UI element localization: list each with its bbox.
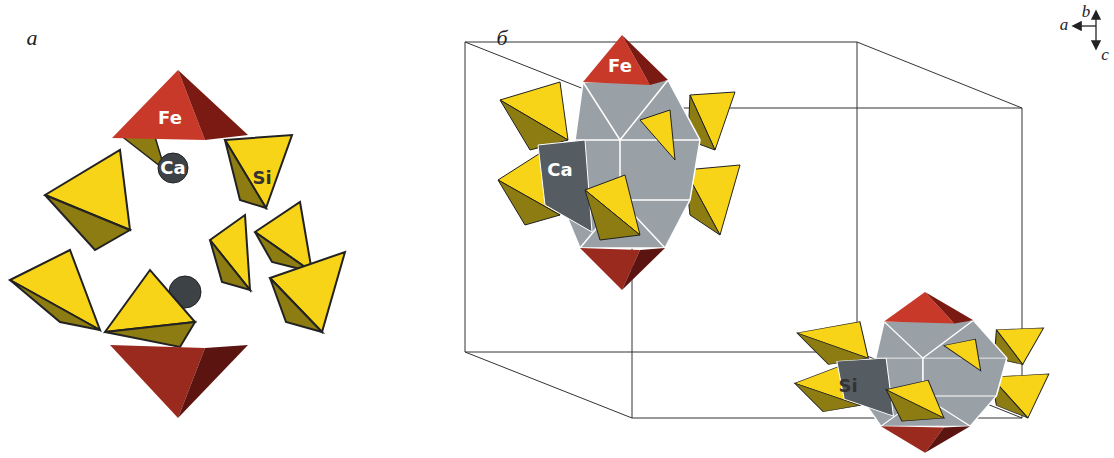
- panel-letter: а: [27, 27, 38, 49]
- panel-letter: б: [496, 27, 507, 49]
- axis-label: c: [1101, 46, 1109, 63]
- axis-label: a: [1060, 16, 1069, 33]
- element-label: Fe: [158, 109, 182, 127]
- axis-label: b: [1082, 3, 1091, 20]
- element-label: Fe: [608, 57, 632, 75]
- element-label: Ca: [547, 161, 572, 179]
- element-label: Ca: [160, 159, 185, 177]
- element-label: Si: [838, 377, 857, 395]
- element-label: Si: [252, 169, 271, 187]
